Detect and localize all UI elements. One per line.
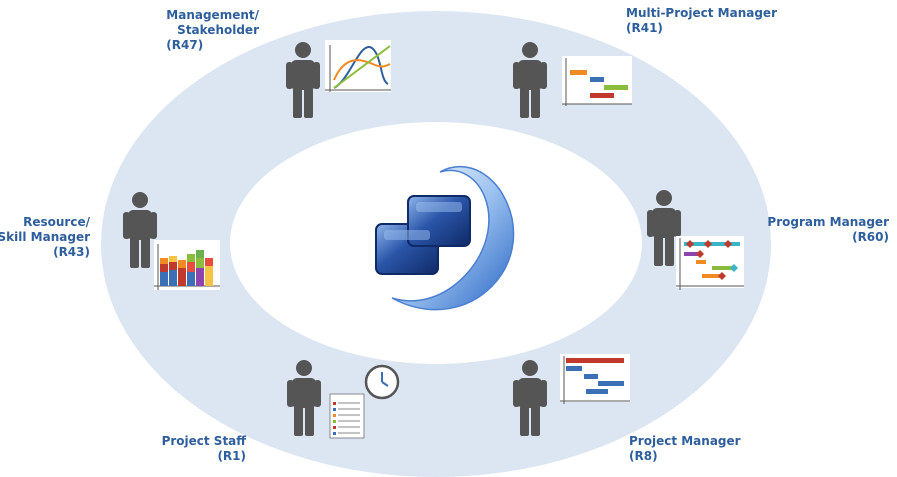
label-resource-line2: Skill Manager <box>0 230 90 244</box>
label-resource-line1: Resource/ <box>23 215 90 229</box>
stacked-chart-icon <box>154 240 220 290</box>
document-icon <box>329 393 365 439</box>
logo-icon <box>375 165 515 311</box>
label-management-line1: Management/ <box>166 8 259 22</box>
gantt-chart-icon-program <box>676 236 744 290</box>
label-program-code: (R60) <box>852 230 889 244</box>
clock-icon <box>364 364 400 400</box>
gantt-chart-icon-pm <box>560 354 630 404</box>
label-project-manager: Project Manager (R8) <box>629 434 741 464</box>
label-management-line2: Stakeholder <box>177 23 259 37</box>
label-management-code: (R47) <box>166 38 204 52</box>
label-multi-project: Multi-Project Manager (R41) <box>626 6 777 36</box>
label-program: Program Manager (R60) <box>767 215 889 245</box>
label-staff: Project Staff (R1) <box>162 434 246 464</box>
label-staff-line1: Project Staff <box>161 434 246 448</box>
label-multi-project-line1: Multi-Project Manager <box>626 6 777 20</box>
label-resource-code: (R43) <box>53 245 90 259</box>
curve-chart-icon <box>325 40 391 92</box>
label-project-manager-code: (R8) <box>629 449 658 463</box>
label-multi-project-code: (R41) <box>626 21 663 35</box>
label-staff-code: (R1) <box>217 449 246 463</box>
gantt-chart-icon-multi <box>562 56 632 106</box>
label-management: Management/ Stakeholder (R47) <box>166 8 259 53</box>
label-project-manager-line1: Project Manager <box>629 434 741 448</box>
label-resource: Resource/ Skill Manager (R43) <box>0 215 90 260</box>
label-program-line1: Program Manager <box>767 215 889 229</box>
